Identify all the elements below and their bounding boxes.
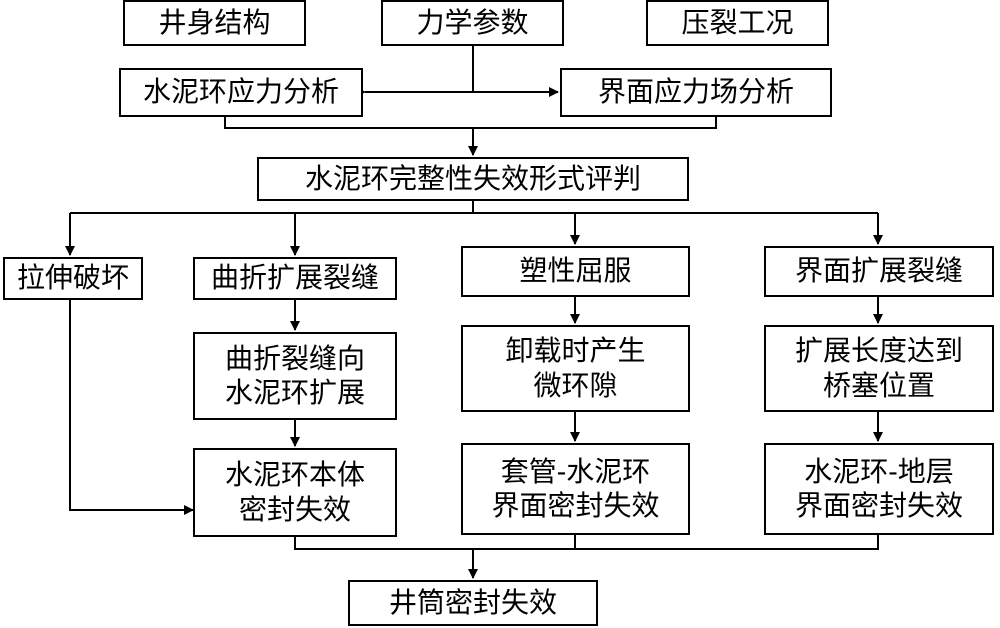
node-tensile-failure: 拉伸破坏 (3, 257, 143, 300)
node-tortuous-crack: 曲折扩展裂缝 (193, 257, 397, 300)
node-interface-crack: 界面扩展裂缝 (764, 246, 994, 297)
node-wellbore-seal-failure: 井筒密封失效 (348, 580, 598, 626)
node-micro-annulus: 卸载时产生 微环隙 (461, 325, 690, 412)
node-interface-stress-analysis: 界面应力场分析 (560, 68, 832, 117)
node-cement-formation-interface-failure: 水泥环-地层 界面密封失效 (764, 443, 994, 535)
node-cement-body-seal-failure: 水泥环本体 密封失效 (193, 448, 397, 537)
node-plastic-yield: 塑性屈服 (461, 246, 690, 297)
node-failure-mode-evaluation: 水泥环完整性失效形式评判 (257, 157, 689, 201)
node-fracturing-conditions: 压裂工况 (646, 0, 829, 46)
connector-analyses-join (224, 117, 717, 129)
node-well-structure: 井身结构 (123, 0, 306, 46)
connector-failures-join (294, 535, 879, 550)
arrow-tensile-to-body-failure (69, 300, 194, 515)
node-cement-stress-analysis: 水泥环应力分析 (119, 68, 363, 117)
node-crack-reaches-plug: 扩展长度达到 桥塞位置 (764, 325, 994, 412)
node-mechanical-parameters: 力学参数 (381, 0, 564, 46)
node-casing-cement-interface-failure: 套管-水泥环 界面密封失效 (461, 443, 690, 535)
node-tortuous-crack-propagation: 曲折裂缝向 水泥环扩展 (193, 332, 397, 420)
